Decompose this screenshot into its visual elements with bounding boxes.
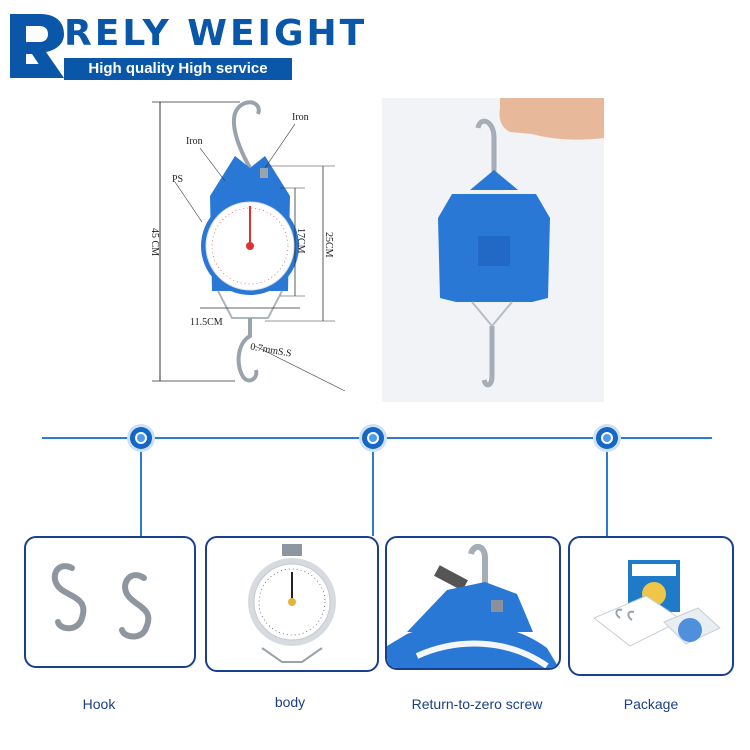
feature-card-hook <box>24 536 196 668</box>
brand-tagline: High quality High service <box>88 60 268 77</box>
label-ps: PS <box>172 174 184 185</box>
timeline-node-1 <box>130 427 152 449</box>
product-photo <box>382 98 604 402</box>
feature-card-return-screw <box>385 536 561 670</box>
logo-r-icon <box>10 14 64 78</box>
label-iron-left: Iron <box>186 136 203 147</box>
caption-return-screw: Return-to-zero screw <box>411 696 543 712</box>
feature-card-package <box>568 536 734 676</box>
connector-3 <box>606 452 608 536</box>
tagline-bar <box>64 58 292 80</box>
connector-1 <box>140 452 142 536</box>
caption-package: Package <box>623 696 679 712</box>
dim-width: 11.5CM <box>190 317 223 328</box>
connector-2 <box>372 452 374 536</box>
dimension-diagram <box>152 100 346 391</box>
caption-body: body <box>274 694 306 710</box>
return-screw-icon <box>387 544 559 668</box>
dim-body: 17CM <box>295 228 306 254</box>
brand-name: RELY WEIGHT <box>64 13 368 54</box>
feature-card-body <box>205 536 379 672</box>
hanging-scale-image <box>438 98 604 388</box>
dim-total: 45 CM <box>149 228 160 257</box>
timeline-node-2 <box>362 427 384 449</box>
caption-hook: Hook <box>82 696 116 712</box>
package-icon <box>593 560 721 647</box>
s-hook-icon <box>51 563 152 640</box>
label-iron-right: Iron <box>292 112 309 123</box>
timeline-node-3 <box>596 427 618 449</box>
scale-body-icon <box>248 544 336 663</box>
dim-height: 25CM <box>323 232 334 258</box>
